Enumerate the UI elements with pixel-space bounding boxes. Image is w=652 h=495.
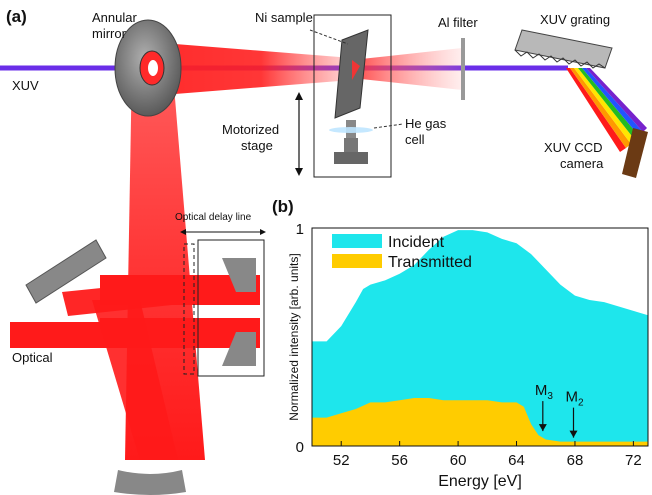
label-optical: Optical xyxy=(12,350,53,365)
annotation-subscript: 3 xyxy=(547,391,553,402)
x-tick-label: 68 xyxy=(567,452,584,469)
label-xuv-grating: XUV grating xyxy=(540,12,610,27)
label-ccd-1: XUV CCD xyxy=(544,140,603,155)
y-axis-label: Normalized intensity [arb. units] xyxy=(287,253,301,420)
xuv-ccd-camera xyxy=(622,128,648,178)
tick-layer: 52 56 60 64 68 72 0 1 xyxy=(296,221,642,469)
x-tick-label: 52 xyxy=(333,452,350,469)
series-area-incident xyxy=(312,230,648,446)
x-tick-label: 60 xyxy=(450,452,467,469)
label-xuv: XUV xyxy=(12,78,39,93)
retroreflector-top xyxy=(222,258,256,292)
delay-line-box xyxy=(197,239,265,377)
label-annular-1: Annular xyxy=(92,10,137,25)
x-tick-label: 64 xyxy=(508,452,525,469)
series-area-transmitted xyxy=(312,398,648,446)
legend-swatch xyxy=(332,254,382,268)
he-gas-pointer xyxy=(373,123,404,129)
retroreflector-bottom xyxy=(222,332,256,366)
x-axis-label: Energy [eV] xyxy=(438,473,522,490)
label-he-gas-1: He gas xyxy=(405,116,447,131)
label-motorized-2: stage xyxy=(241,138,273,153)
stage-arrow-bottom xyxy=(295,168,303,176)
label-al-filter: Al filter xyxy=(438,15,478,30)
annular-mirror xyxy=(114,19,182,117)
steering-mirror-1 xyxy=(25,239,107,304)
y-tick-label: 0 xyxy=(296,439,304,456)
label-ni-sample: Ni sample xyxy=(255,10,313,25)
plot-frame xyxy=(311,227,649,447)
label-he-gas-2: cell xyxy=(405,132,425,147)
sample-spot xyxy=(352,60,360,80)
optical-beam-after-sample xyxy=(352,48,462,90)
delay-arrow-right xyxy=(260,229,266,235)
annotation-arrowhead xyxy=(569,430,578,438)
stage-arrow-top xyxy=(295,92,303,100)
legend-label: Transmitted xyxy=(388,254,472,271)
annotation-arrowhead xyxy=(538,424,547,432)
optical-beam-to-sample xyxy=(150,42,352,96)
x-tick-label: 56 xyxy=(391,452,408,469)
optical-beam-to-delay xyxy=(100,275,260,305)
sample-chamber-box xyxy=(313,14,392,178)
he-gas-cell xyxy=(329,120,373,164)
label-motorized-1: Motorized xyxy=(222,122,279,137)
ni-sample xyxy=(334,29,369,119)
y-tick-label: 1 xyxy=(296,221,304,238)
optical-beam-diag-2 xyxy=(92,300,178,460)
grating-teeth xyxy=(514,49,606,69)
focusing-mirror xyxy=(114,470,186,495)
panel-a-tag: (a) xyxy=(6,7,27,26)
diffracted-spectrum xyxy=(566,68,647,152)
xuv-grating xyxy=(514,29,613,69)
legend-label: Incident xyxy=(388,234,445,251)
label-ccd-2: camera xyxy=(560,156,604,171)
series-layer xyxy=(312,230,648,446)
annotation-subscript: 2 xyxy=(578,398,584,409)
legend-swatch xyxy=(332,234,382,248)
panel-b-tag: (b) xyxy=(272,197,294,216)
ni-sample-pointer xyxy=(309,29,349,45)
delay-arrow-left xyxy=(180,229,186,235)
al-filter xyxy=(461,38,465,100)
x-tick-label: 72 xyxy=(625,452,642,469)
optical-input-beam xyxy=(10,322,120,348)
label-delay-line: Optical delay line xyxy=(175,212,252,223)
panel-a: (a) Annular mirror XUV Ni sample xyxy=(0,7,648,495)
label-annular-2: mirror xyxy=(92,26,127,41)
